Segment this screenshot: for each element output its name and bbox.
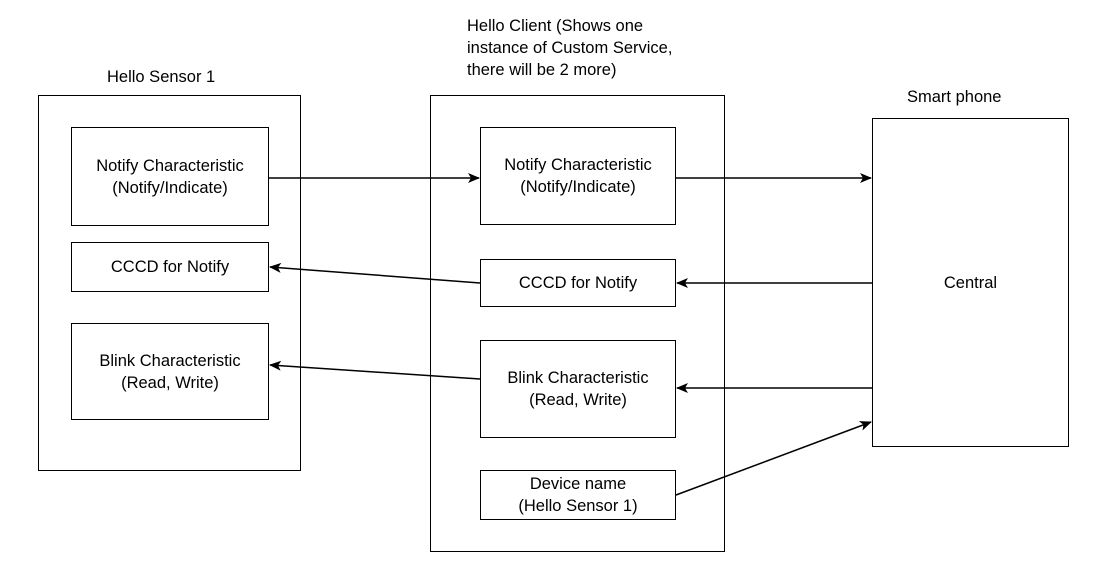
hello-client-title: Hello Client (Shows one instance of Cust… — [467, 17, 673, 79]
sensor-notify-characteristic-label: Notify Characteristic (Notify/Indicate) — [96, 156, 244, 197]
sensor-blink-characteristic: Blink Characteristic (Read, Write) — [71, 323, 269, 420]
sensor-blink-characteristic-label: Blink Characteristic (Read, Write) — [99, 351, 241, 392]
sensor-notify-characteristic: Notify Characteristic (Notify/Indicate) — [71, 127, 269, 226]
client-notify-characteristic: Notify Characteristic (Notify/Indicate) — [480, 127, 676, 225]
central-box: Central — [872, 118, 1069, 447]
client-blink-characteristic: Blink Characteristic (Read, Write) — [480, 340, 676, 438]
sensor-cccd-label: CCCD for Notify — [110, 258, 230, 276]
client-device-name-label: Device name (Hello Sensor 1) — [518, 475, 638, 515]
client-device-name: Device name (Hello Sensor 1) — [480, 470, 676, 520]
central-label: Central — [943, 273, 998, 292]
client-cccd-label: CCCD for Notify — [518, 274, 638, 292]
client-blink-characteristic-label: Blink Characteristic (Read, Write) — [507, 369, 649, 409]
hello-sensor-title: Hello Sensor 1 — [107, 68, 216, 86]
sensor-cccd-for-notify: CCCD for Notify — [71, 242, 269, 292]
client-cccd-for-notify: CCCD for Notify — [480, 259, 676, 307]
smart-phone-title: Smart phone — [907, 88, 1002, 106]
client-notify-characteristic-label: Notify Characteristic (Notify/Indicate) — [504, 156, 652, 196]
